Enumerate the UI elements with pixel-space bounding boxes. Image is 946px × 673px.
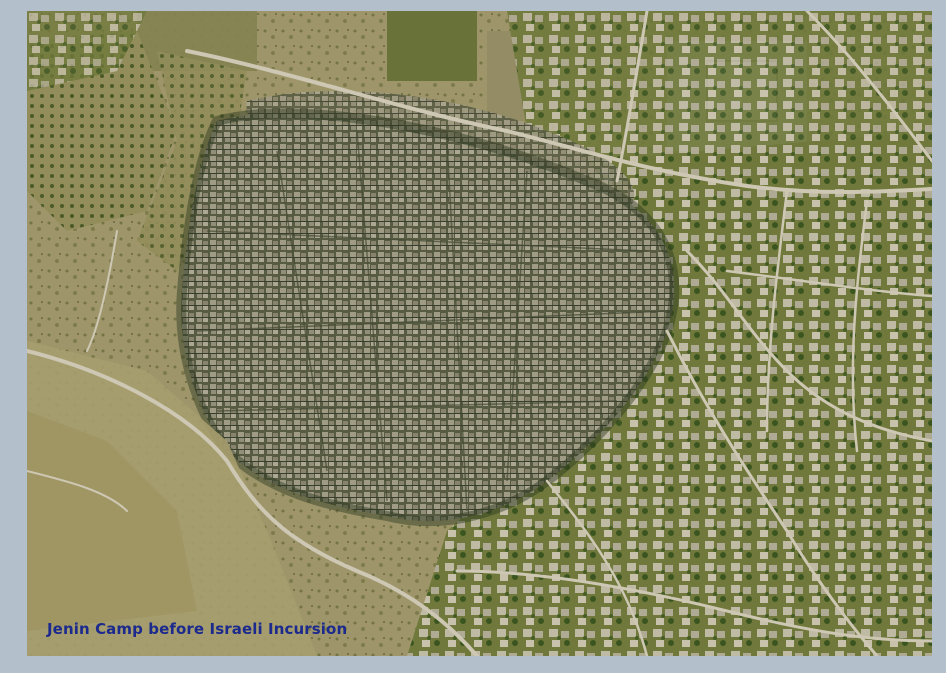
aerial-view-svg bbox=[27, 11, 932, 656]
photo-caption: Jenin Camp before Israeli Incursion bbox=[47, 620, 348, 638]
aerial-photograph bbox=[27, 11, 932, 656]
